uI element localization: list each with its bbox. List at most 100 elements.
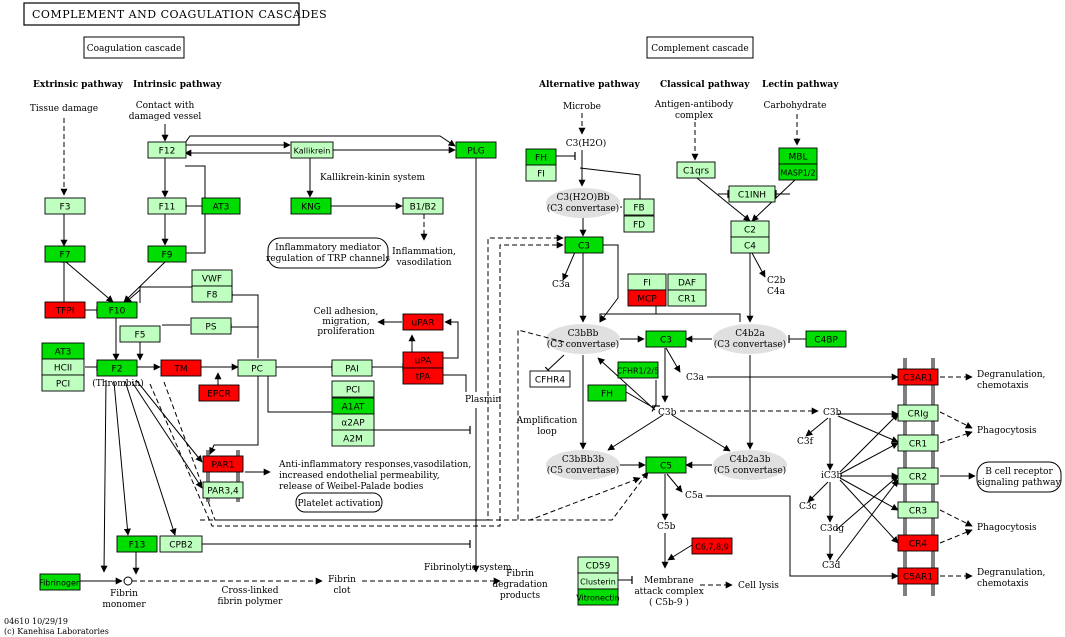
gene-box[interactable] <box>525 164 557 182</box>
gene-node-hcii[interactable]: HCII <box>41 358 85 376</box>
gene-node-c5ar1[interactable]: C5AR1 <box>897 567 939 585</box>
gene-node-pci2[interactable]: PCI <box>331 380 375 398</box>
bcell-receptor-box[interactable] <box>976 461 1062 493</box>
gene-box[interactable] <box>147 141 187 159</box>
gene-node-at3b[interactable]: AT3 <box>41 342 85 360</box>
gene-box[interactable] <box>587 384 627 402</box>
gene-node-pci1[interactable]: PCI <box>41 374 85 392</box>
gene-node-f2[interactable]: F2 <box>96 359 138 377</box>
gene-node-cr3[interactable]: CR3 <box>897 501 939 519</box>
gene-box[interactable] <box>730 236 770 254</box>
gene-box[interactable] <box>778 163 818 181</box>
gene-node-f10[interactable]: F10 <box>96 301 138 319</box>
gene-box[interactable] <box>331 359 373 377</box>
gene-box[interactable] <box>667 289 707 307</box>
gene-box[interactable] <box>39 573 81 591</box>
gene-box[interactable] <box>44 245 86 263</box>
gene-box[interactable] <box>805 330 847 348</box>
gene-node-kallikrein[interactable]: Kallikrein <box>290 141 334 159</box>
gene-box[interactable] <box>41 374 85 392</box>
gene-box[interactable] <box>728 185 776 203</box>
gene-box[interactable] <box>147 197 187 215</box>
gene-box[interactable] <box>119 325 161 343</box>
gene-node-cpb2[interactable]: CPB2 <box>159 535 203 553</box>
gene-node-fh2[interactable]: FH <box>587 384 627 402</box>
gene-box[interactable] <box>897 404 939 422</box>
gene-node-c2[interactable]: C2 <box>730 220 770 238</box>
gene-node-a2m[interactable]: A2M <box>331 429 375 447</box>
gene-box[interactable] <box>691 537 733 555</box>
gene-box[interactable] <box>331 380 375 398</box>
gene-box[interactable] <box>897 368 939 386</box>
gene-box[interactable] <box>44 197 86 215</box>
gene-node-fi2[interactable]: FI <box>627 273 667 291</box>
gene-node-cd59[interactable]: CD59 <box>577 556 619 574</box>
gene-node-c3ar1[interactable]: C3AR1 <box>897 368 939 386</box>
gene-node-masp[interactable]: MASP1/2 <box>778 163 818 181</box>
gene-node-clusterin[interactable]: Clusterin <box>577 572 619 590</box>
gene-box[interactable] <box>897 467 939 485</box>
gene-node-cr1a[interactable]: CR1 <box>667 289 707 307</box>
gene-box[interactable] <box>201 197 241 215</box>
gene-node-epcr[interactable]: EPCR <box>198 384 240 402</box>
gene-node-mbl[interactable]: MBL <box>778 147 818 165</box>
gene-node-pc[interactable]: PC <box>237 359 277 377</box>
gene-box[interactable] <box>237 359 277 377</box>
gene-node-b1b2[interactable]: B1/B2 <box>402 197 444 215</box>
gene-box[interactable] <box>402 313 444 331</box>
gene-node-f11[interactable]: F11 <box>147 197 187 215</box>
gene-node-c5[interactable]: C5 <box>645 456 687 474</box>
gene-node-pai[interactable]: PAI <box>331 359 373 377</box>
gene-box[interactable] <box>159 535 203 553</box>
gene-node-f13[interactable]: F13 <box>116 535 158 553</box>
gene-node-par1[interactable]: PAR1 <box>202 455 244 473</box>
gene-box[interactable] <box>116 535 158 553</box>
gene-node-f8[interactable]: F8 <box>191 285 233 303</box>
platelet-activation-box[interactable] <box>295 492 383 513</box>
gene-node-cfhr4[interactable]: CFHR4 <box>529 370 571 388</box>
gene-box[interactable] <box>897 501 939 519</box>
gene-node-tm[interactable]: TM <box>160 359 202 377</box>
gene-box[interactable] <box>645 456 687 474</box>
gene-node-upar[interactable]: uPAR <box>402 313 444 331</box>
gene-box[interactable] <box>645 330 687 348</box>
gene-node-par34[interactable]: PAR3,4 <box>202 481 244 499</box>
gene-box[interactable] <box>897 534 939 552</box>
gene-box[interactable] <box>160 359 202 377</box>
gene-node-fh1[interactable]: FH <box>525 148 557 166</box>
gene-box[interactable] <box>202 481 244 499</box>
gene-node-fd[interactable]: FD <box>623 215 655 233</box>
gene-box[interactable] <box>897 567 939 585</box>
gene-box[interactable] <box>147 245 187 263</box>
gene-node-f7[interactable]: F7 <box>44 245 86 263</box>
gene-box[interactable] <box>676 161 716 179</box>
complement-cascade-box[interactable] <box>646 36 754 59</box>
coagulation-cascade-box[interactable] <box>83 36 185 59</box>
gene-box[interactable] <box>96 301 138 319</box>
gene-box[interactable] <box>190 317 232 335</box>
gene-node-vwf[interactable]: VWF <box>191 269 233 287</box>
gene-node-tfpi[interactable]: TFPI <box>44 301 86 319</box>
gene-box[interactable] <box>455 141 497 159</box>
gene-node-c3b[interactable]: C3 <box>645 330 687 348</box>
gene-box[interactable] <box>402 197 444 215</box>
gene-node-mcp[interactable]: MCP <box>627 289 667 307</box>
gene-box[interactable] <box>564 236 604 254</box>
gene-node-plg[interactable]: PLG <box>455 141 497 159</box>
gene-box[interactable] <box>623 215 655 233</box>
gene-node-kng[interactable]: KNG <box>290 197 332 215</box>
gene-node-ps[interactable]: PS <box>190 317 232 335</box>
gene-box[interactable] <box>202 455 244 473</box>
gene-node-tpa[interactable]: tPA <box>402 367 444 385</box>
gene-node-cr1b[interactable]: CR1 <box>897 434 939 452</box>
gene-node-fibrinogen[interactable]: Fibrinogen <box>39 573 81 591</box>
gene-node-upa[interactable]: uPA <box>402 351 444 369</box>
gene-node-cr2[interactable]: CR2 <box>897 467 939 485</box>
gene-node-a2ap[interactable]: α2AP <box>331 413 375 431</box>
gene-box[interactable] <box>627 289 667 307</box>
gene-box[interactable] <box>191 285 233 303</box>
gene-box[interactable] <box>96 359 138 377</box>
gene-box[interactable] <box>617 361 659 379</box>
gene-box[interactable] <box>577 588 619 606</box>
gene-node-f9[interactable]: F9 <box>147 245 187 263</box>
